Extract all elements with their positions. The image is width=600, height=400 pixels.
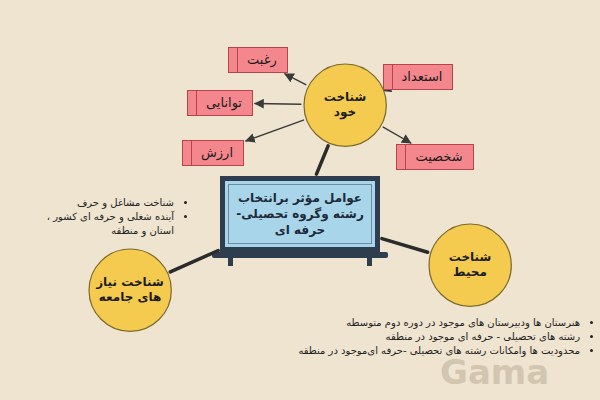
board-leg — [228, 258, 233, 266]
watermark: Gama — [440, 352, 549, 392]
margin-line — [191, 141, 192, 165]
margin-line — [392, 65, 393, 89]
topic-circle: شناخت خود — [303, 63, 387, 147]
bullet-note: رشته های تحصیلی - حرفه ای موجود در منطقه — [296, 330, 580, 344]
factor-box: استعداد — [383, 64, 454, 90]
node-text: رغبت — [247, 52, 277, 68]
circle-fill — [429, 224, 511, 306]
bullet-list: شناخت مشاغل و حرفآینده شغلی و حرفه ای کش… — [24, 196, 188, 238]
factor-box: شخصیت — [396, 144, 473, 170]
node-text: استعداد — [402, 69, 443, 85]
link-stroke — [316, 146, 328, 174]
bullet-note: شناخت مشاغل و حرف — [24, 196, 174, 210]
bullet-note: هنرستان ها ودبیرستان های موجود در دوره د… — [296, 316, 580, 330]
arrow-connector — [246, 120, 304, 141]
margin-line — [405, 145, 406, 169]
circle-fill — [89, 249, 171, 331]
node-text: شناخت محیط — [436, 250, 504, 280]
factor-box: رغبت — [228, 47, 288, 73]
board-box: عوامل مؤثر برانتخاب رشته وگروه تحصیلی- ح… — [220, 176, 380, 252]
node-text: توانایی — [206, 95, 242, 111]
node-text: عوامل مؤثر برانتخاب رشته وگروه تحصیلی- ح… — [233, 190, 367, 238]
arrow-connector — [383, 127, 411, 143]
node-text: شناخت نیاز های جامعه — [96, 275, 164, 305]
factor-box: ارزش — [182, 140, 244, 166]
circle-fill — [304, 64, 386, 146]
margin-line — [196, 91, 197, 115]
arrow-connector — [255, 103, 301, 105]
node-text: شخصیت — [415, 149, 462, 165]
arrow-connector — [285, 74, 306, 85]
factor-box: توانایی — [187, 90, 253, 116]
topic-circle: شناخت محیط — [428, 223, 512, 307]
link-stroke — [382, 239, 428, 253]
node-text: ارزش — [201, 145, 233, 161]
board-leg — [367, 258, 372, 266]
topic-circle: شناخت نیاز های جامعه — [88, 248, 172, 332]
bullet-list: هنرستان ها ودبیرستان های موجود در دوره د… — [296, 316, 594, 358]
link-stroke — [170, 251, 218, 272]
board-tray — [212, 252, 388, 258]
margin-line — [237, 48, 238, 72]
node-text: شناخت خود — [311, 90, 379, 120]
bullet-note: آینده شغلی و حرفه ای کشور ، استان و منطق… — [24, 210, 174, 238]
